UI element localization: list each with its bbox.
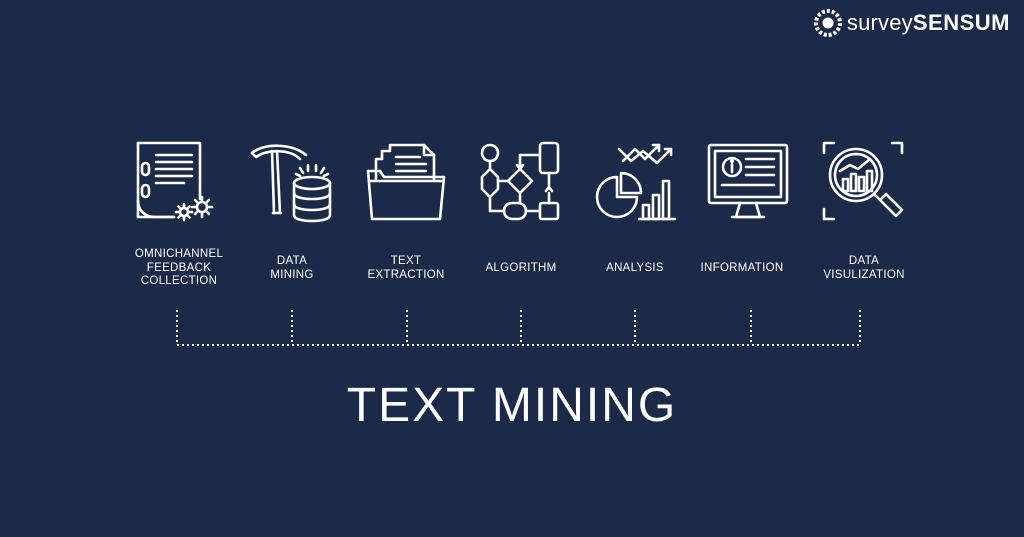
logo-mark-icon [813,9,842,37]
magnifier-chart-icon [822,141,904,223]
brand-logo: surveySENSUM [813,8,1010,38]
step-label: DATA MINING [270,255,314,281]
document-gears-icon [134,141,216,223]
brand-name: surveySENSUM [847,8,1010,38]
brand-name-light: survey [846,10,913,35]
step-label: INFORMATION [700,262,784,274]
monitor-info-icon [706,141,790,223]
step-label: ANALYSIS [606,262,664,274]
step-label: AlGORITHM [485,262,557,274]
brand-name-bold: SENSUM [912,10,1010,35]
flowchart-icon [480,141,562,223]
pickaxe-database-icon [250,141,332,223]
charts-icon [595,141,677,223]
step-label: TEXT EXTRACTION [367,255,445,281]
main-title: TEXT MINING [346,379,678,432]
folder-document-icon [366,141,448,223]
step-label: DATA VISULIZATION [823,255,905,281]
step-label: OMNICHANNEL FEEDBACK COLLECTION [134,248,224,287]
